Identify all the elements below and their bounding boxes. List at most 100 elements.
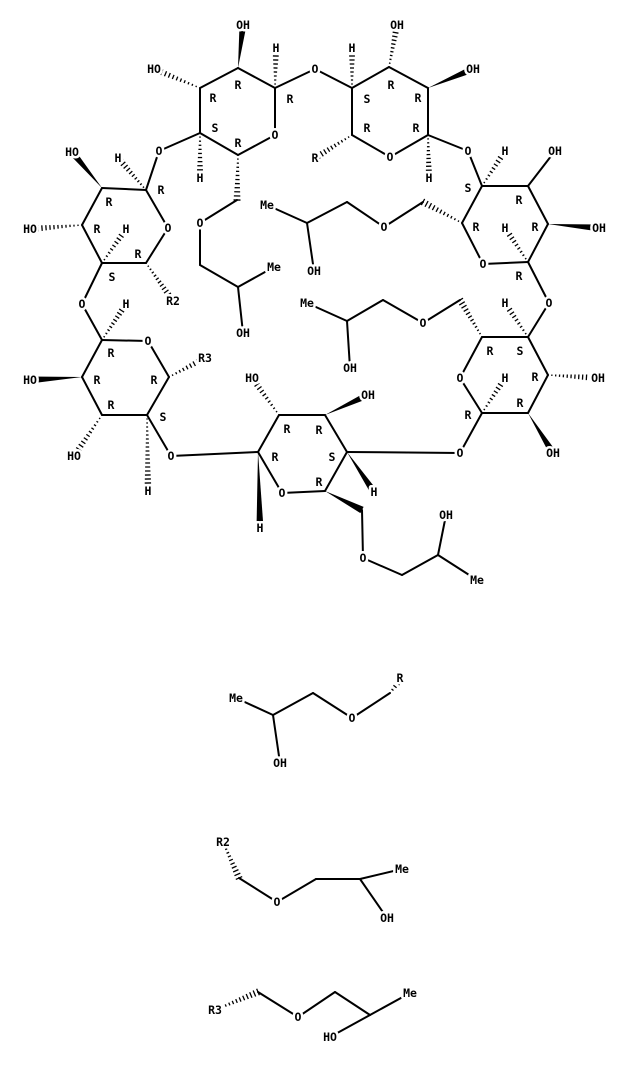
- hashed-bond: [101, 301, 130, 341]
- bond: [281, 490, 326, 494]
- atom-label: OH: [390, 18, 404, 32]
- bond: [346, 299, 384, 322]
- bond: [467, 150, 483, 187]
- bond: [272, 714, 281, 764]
- wedge-bond: [347, 452, 377, 494]
- bond: [359, 878, 388, 919]
- bond: [314, 68, 353, 89]
- stereo-descriptor: R: [517, 396, 524, 410]
- atom-label: H: [197, 171, 204, 185]
- hashed-bond: [145, 262, 177, 304]
- stereo-descriptor: R: [284, 422, 291, 436]
- bond: [437, 514, 447, 556]
- bond: [297, 991, 336, 1018]
- bond: [482, 261, 529, 265]
- atom-label: HO: [245, 371, 259, 385]
- atom-label: O: [279, 486, 286, 500]
- bond: [81, 376, 103, 416]
- bond: [527, 336, 549, 376]
- bond: [306, 222, 315, 272]
- stereo-descriptor: R: [516, 269, 523, 283]
- atom-label: R3: [208, 1003, 222, 1017]
- stereo-descriptor: S: [465, 181, 472, 195]
- hashed-bond: [547, 374, 599, 382]
- bond: [527, 185, 549, 225]
- bond: [359, 868, 403, 880]
- bond: [351, 66, 390, 89]
- stereo-descriptor: R: [108, 398, 115, 412]
- bond: [237, 67, 276, 89]
- atom-label: Me: [403, 986, 417, 1000]
- hashed-bond: [152, 65, 201, 89]
- atom-label: O: [546, 296, 553, 310]
- atom-label: H: [123, 222, 130, 236]
- atom-label: OH: [307, 264, 321, 278]
- atom-label: OH: [380, 911, 394, 925]
- stereo-descriptor: R: [287, 92, 294, 106]
- atom-label: O: [145, 334, 152, 348]
- bond: [147, 340, 170, 378]
- atom-label: O: [381, 220, 388, 234]
- stereo-descriptor: S: [109, 270, 116, 284]
- atom-label: HO: [67, 449, 81, 463]
- atom-label: HO: [323, 1030, 337, 1044]
- atom-label: OH: [361, 388, 375, 402]
- atom-label: O: [457, 446, 464, 460]
- atom-label: O: [420, 316, 427, 330]
- atom-label: Me: [260, 198, 274, 212]
- bond: [145, 227, 169, 264]
- bond: [276, 878, 317, 903]
- stereo-descriptor: R: [364, 121, 371, 135]
- bond: [351, 134, 391, 158]
- wedge-bond: [325, 491, 364, 514]
- bond: [346, 201, 385, 228]
- bond: [324, 451, 348, 492]
- hashed-bond: [70, 414, 103, 459]
- atom-label: Me: [470, 573, 484, 587]
- bond: [238, 877, 278, 903]
- wedge-bond: [238, 24, 247, 68]
- stereo-descriptor: R: [465, 408, 472, 422]
- hashed-bond: [389, 677, 404, 694]
- stereo-descriptor: R: [473, 220, 480, 234]
- bond: [199, 199, 238, 224]
- bond: [81, 339, 103, 378]
- atom-label: OH: [548, 144, 562, 158]
- stereo-descriptor: R: [94, 373, 101, 387]
- bond: [170, 451, 259, 457]
- atom-label: O: [387, 150, 394, 164]
- bond: [306, 302, 348, 322]
- bond: [527, 223, 549, 263]
- hashed-bond: [29, 224, 83, 233]
- bond: [146, 414, 172, 457]
- bond: [459, 336, 483, 379]
- atom-label: HO: [65, 145, 79, 159]
- bond: [257, 991, 299, 1018]
- stereo-descriptor: R: [532, 220, 539, 234]
- bond: [459, 412, 483, 454]
- hashed-bond: [233, 154, 241, 201]
- hashed-bond: [388, 23, 401, 68]
- bond: [324, 414, 348, 453]
- bond: [237, 286, 244, 334]
- bond: [527, 302, 550, 338]
- atom-label: O: [465, 144, 472, 158]
- atom-label: OH: [236, 18, 250, 32]
- bond: [101, 339, 149, 342]
- atom-label: O: [79, 297, 86, 311]
- bond: [274, 68, 316, 89]
- hashed-bond: [114, 155, 147, 191]
- atom-label: HO: [23, 222, 37, 236]
- bond: [361, 509, 364, 559]
- hashed-bond: [144, 414, 152, 492]
- atom-label: OH: [343, 361, 357, 375]
- atom-label: Me: [267, 260, 281, 274]
- stereo-descriptor: R: [516, 193, 523, 207]
- stereo-descriptor: R: [94, 222, 101, 236]
- atom-label: O: [312, 62, 319, 76]
- bond: [257, 414, 280, 453]
- bond: [461, 185, 483, 224]
- bond: [81, 224, 103, 264]
- bond: [146, 376, 170, 416]
